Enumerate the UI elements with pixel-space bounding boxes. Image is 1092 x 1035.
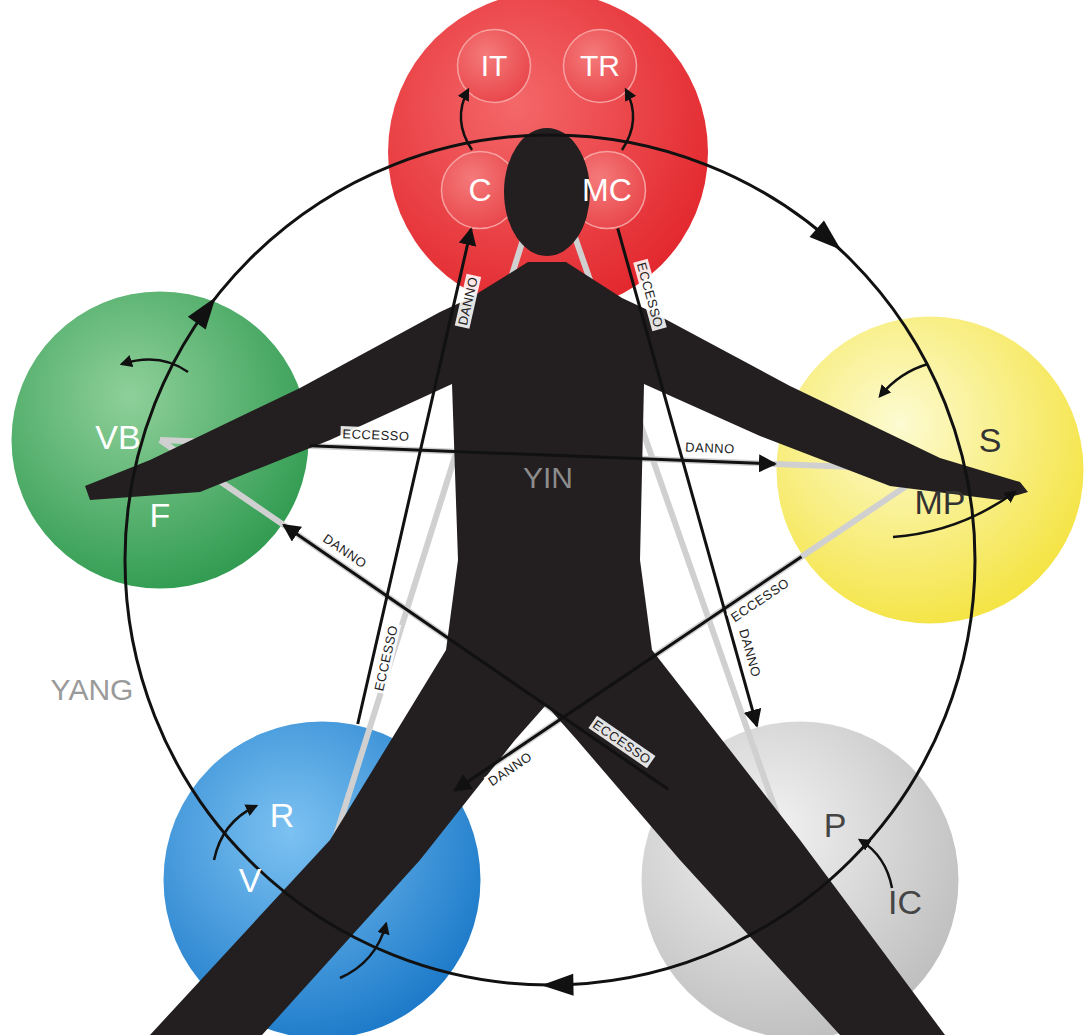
yang-label: YANG [51,675,134,705]
organ-abbreviation: TR [580,51,620,81]
organ-abbreviation: R [270,798,295,832]
organ-abbreviation: S [979,423,1002,457]
excess-label: ECCESSO [340,426,412,444]
excess-label: ECCESSO [371,621,401,694]
organ-abbreviation: F [150,498,171,532]
organ-abbreviation: MC [582,174,632,206]
ring-arrowhead [810,220,841,249]
control-arrow [358,229,471,724]
organ-abbreviation: V [239,863,262,897]
organ-abbreviation: VB [95,420,140,454]
damage-label: DANNO [736,625,765,681]
organ-abbreviation: P [824,808,847,842]
yin-label: YIN [523,463,573,493]
damage-label: DANNO [683,440,737,457]
organ-abbreviation: MP [915,485,966,519]
organ-abbreviation: IT [481,51,508,81]
organ-abbreviation: IC [888,885,922,919]
ring-arrowhead [541,974,573,996]
silhouette-head [504,128,590,256]
control-arrow [618,229,757,726]
organ-abbreviation: C [468,174,491,206]
